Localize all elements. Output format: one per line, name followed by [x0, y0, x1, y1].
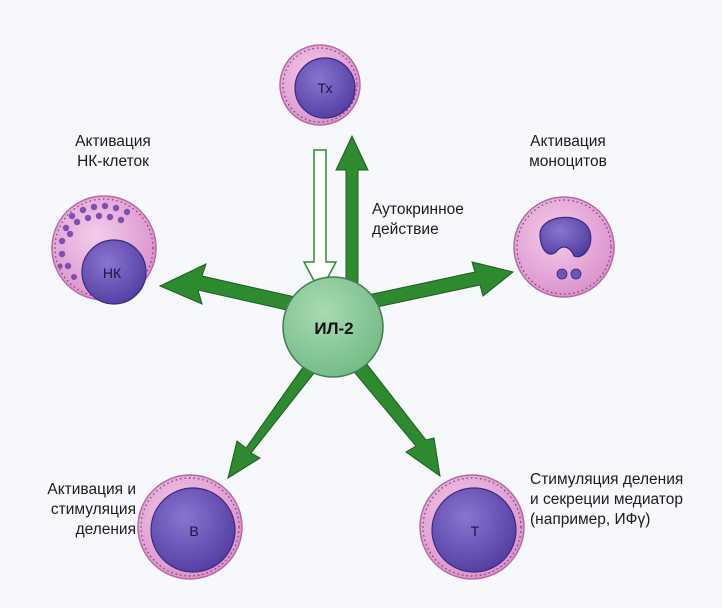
annotation-t-line3: (например, ИФγ) [530, 510, 720, 530]
arrow-to-t [350, 358, 440, 476]
center-il2-label: ИЛ-2 [314, 319, 353, 338]
annotation-b-line1: Активация и [2, 480, 136, 500]
annotation-nk-line2: НК-клеток [48, 152, 178, 172]
annotation-autocrine: Аутокринное действие [372, 200, 502, 240]
annotation-autocrine-line1: Аутокринное [372, 200, 502, 220]
cell-th-label: Тх [318, 80, 333, 96]
arrow-autocrine-up [336, 136, 368, 290]
annotation-b: Активация и стимуляция деления [2, 480, 136, 540]
monocyte-granule [557, 269, 567, 279]
arrow-to-b [228, 360, 318, 478]
monocyte-granule [571, 269, 581, 279]
center-il2: ИЛ-2 [283, 277, 383, 377]
annotation-monocyte-line2: моноцитов [508, 152, 628, 172]
cell-b-label: В [189, 523, 198, 539]
annotation-b-line3: деления [2, 520, 136, 540]
cell-nk-label: НК [103, 265, 122, 281]
arrow-th-to-il2-hollow [304, 150, 336, 292]
annotation-nk: Активация НК-клеток [48, 132, 178, 172]
cell-th: Тх [280, 45, 360, 125]
annotation-b-line2: стимуляция [2, 500, 136, 520]
arrow-to-nk [160, 264, 304, 313]
annotation-nk-line1: Активация [48, 132, 178, 152]
annotation-t-line2: и секреции медиатор [530, 490, 720, 510]
annotation-t: Стимуляция деления и секреции медиатор (… [530, 470, 720, 530]
cell-t: Т [420, 475, 524, 579]
cell-nk: НК [52, 196, 156, 304]
cell-monocyte [514, 197, 614, 297]
annotation-t-line1: Стимуляция деления [530, 470, 720, 490]
cell-b: В [138, 475, 242, 579]
cell-t-label: Т [471, 523, 480, 539]
annotation-monocyte: Активация моноцитов [508, 132, 628, 172]
arrow-to-monocyte [368, 262, 513, 308]
annotation-autocrine-line2: действие [372, 220, 502, 240]
annotation-monocyte-line1: Активация [508, 132, 628, 152]
